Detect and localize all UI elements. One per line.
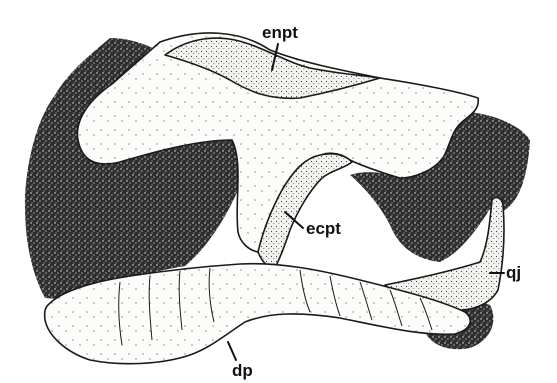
label-dp: dp xyxy=(232,361,253,380)
label-qj: qj xyxy=(506,263,521,282)
label-ecpt: ecpt xyxy=(306,219,341,238)
label-dp-group: dp xyxy=(228,342,253,380)
leader-dp xyxy=(228,342,236,360)
label-enpt: enpt xyxy=(262,23,298,42)
